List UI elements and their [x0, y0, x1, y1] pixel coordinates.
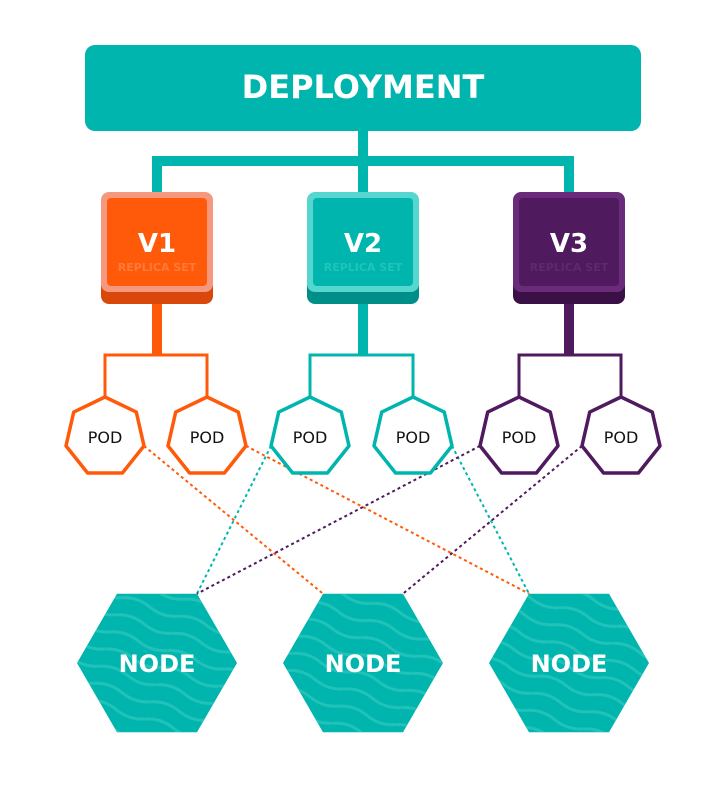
node-3: NODE: [489, 593, 649, 733]
replica-set-face: [313, 198, 413, 286]
pod-5: POD: [478, 353, 623, 475]
replica-set-version: V2: [344, 229, 382, 259]
pod-bracket: [517, 353, 623, 399]
pod-label: POD: [502, 428, 537, 447]
node-label: NODE: [325, 650, 402, 678]
pod-node-link: [245, 445, 530, 595]
node-texture: [283, 593, 443, 733]
node-texture: [489, 593, 649, 733]
node-label: NODE: [119, 650, 196, 678]
pod-node-link: [451, 445, 530, 595]
pod-node-links: [143, 445, 583, 595]
pod-3: POD: [269, 353, 415, 475]
pod-node-link: [143, 445, 324, 595]
node-2: NODE: [283, 593, 443, 733]
nodes: NODE NODE NODE: [77, 593, 649, 733]
pod-bracket: [308, 353, 415, 399]
pod-label: POD: [396, 428, 431, 447]
pod-2: POD: [166, 395, 248, 475]
pod-label: POD: [190, 428, 225, 447]
pod-6: POD: [580, 395, 662, 475]
replica-set-sublabel: REPLICA SET: [530, 261, 609, 274]
deployment-label: DEPLOYMENT: [242, 68, 485, 106]
deployment-box: DEPLOYMENT: [85, 45, 641, 131]
replica-set-version: V1: [138, 229, 176, 259]
node-texture: [77, 593, 237, 733]
pod-label: POD: [88, 428, 123, 447]
pods: POD POD POD POD POD POD: [64, 353, 662, 475]
pod-shape: [64, 395, 146, 475]
replica-set-face: [107, 198, 207, 286]
pod-bracket: [103, 353, 209, 399]
pod-shape: [166, 395, 248, 475]
node-label: NODE: [531, 650, 608, 678]
pod-1: POD: [64, 353, 209, 475]
replica-set-sublabel: REPLICA SET: [118, 261, 197, 274]
replica-set-sublabel: REPLICA SET: [324, 261, 403, 274]
pod-shape: [580, 395, 662, 475]
pod-label: POD: [293, 428, 328, 447]
pod-4: POD: [372, 395, 454, 475]
deployment-connectors: [152, 130, 574, 200]
node-1: NODE: [77, 593, 237, 733]
pod-node-link: [402, 445, 583, 595]
pod-label: POD: [604, 428, 639, 447]
replica-set-face: [519, 198, 619, 286]
pod-shape: [478, 395, 560, 475]
pod-node-link: [196, 445, 481, 595]
pod-shape: [269, 395, 351, 475]
pod-shape: [372, 395, 454, 475]
replica-set-version: V3: [550, 229, 588, 259]
